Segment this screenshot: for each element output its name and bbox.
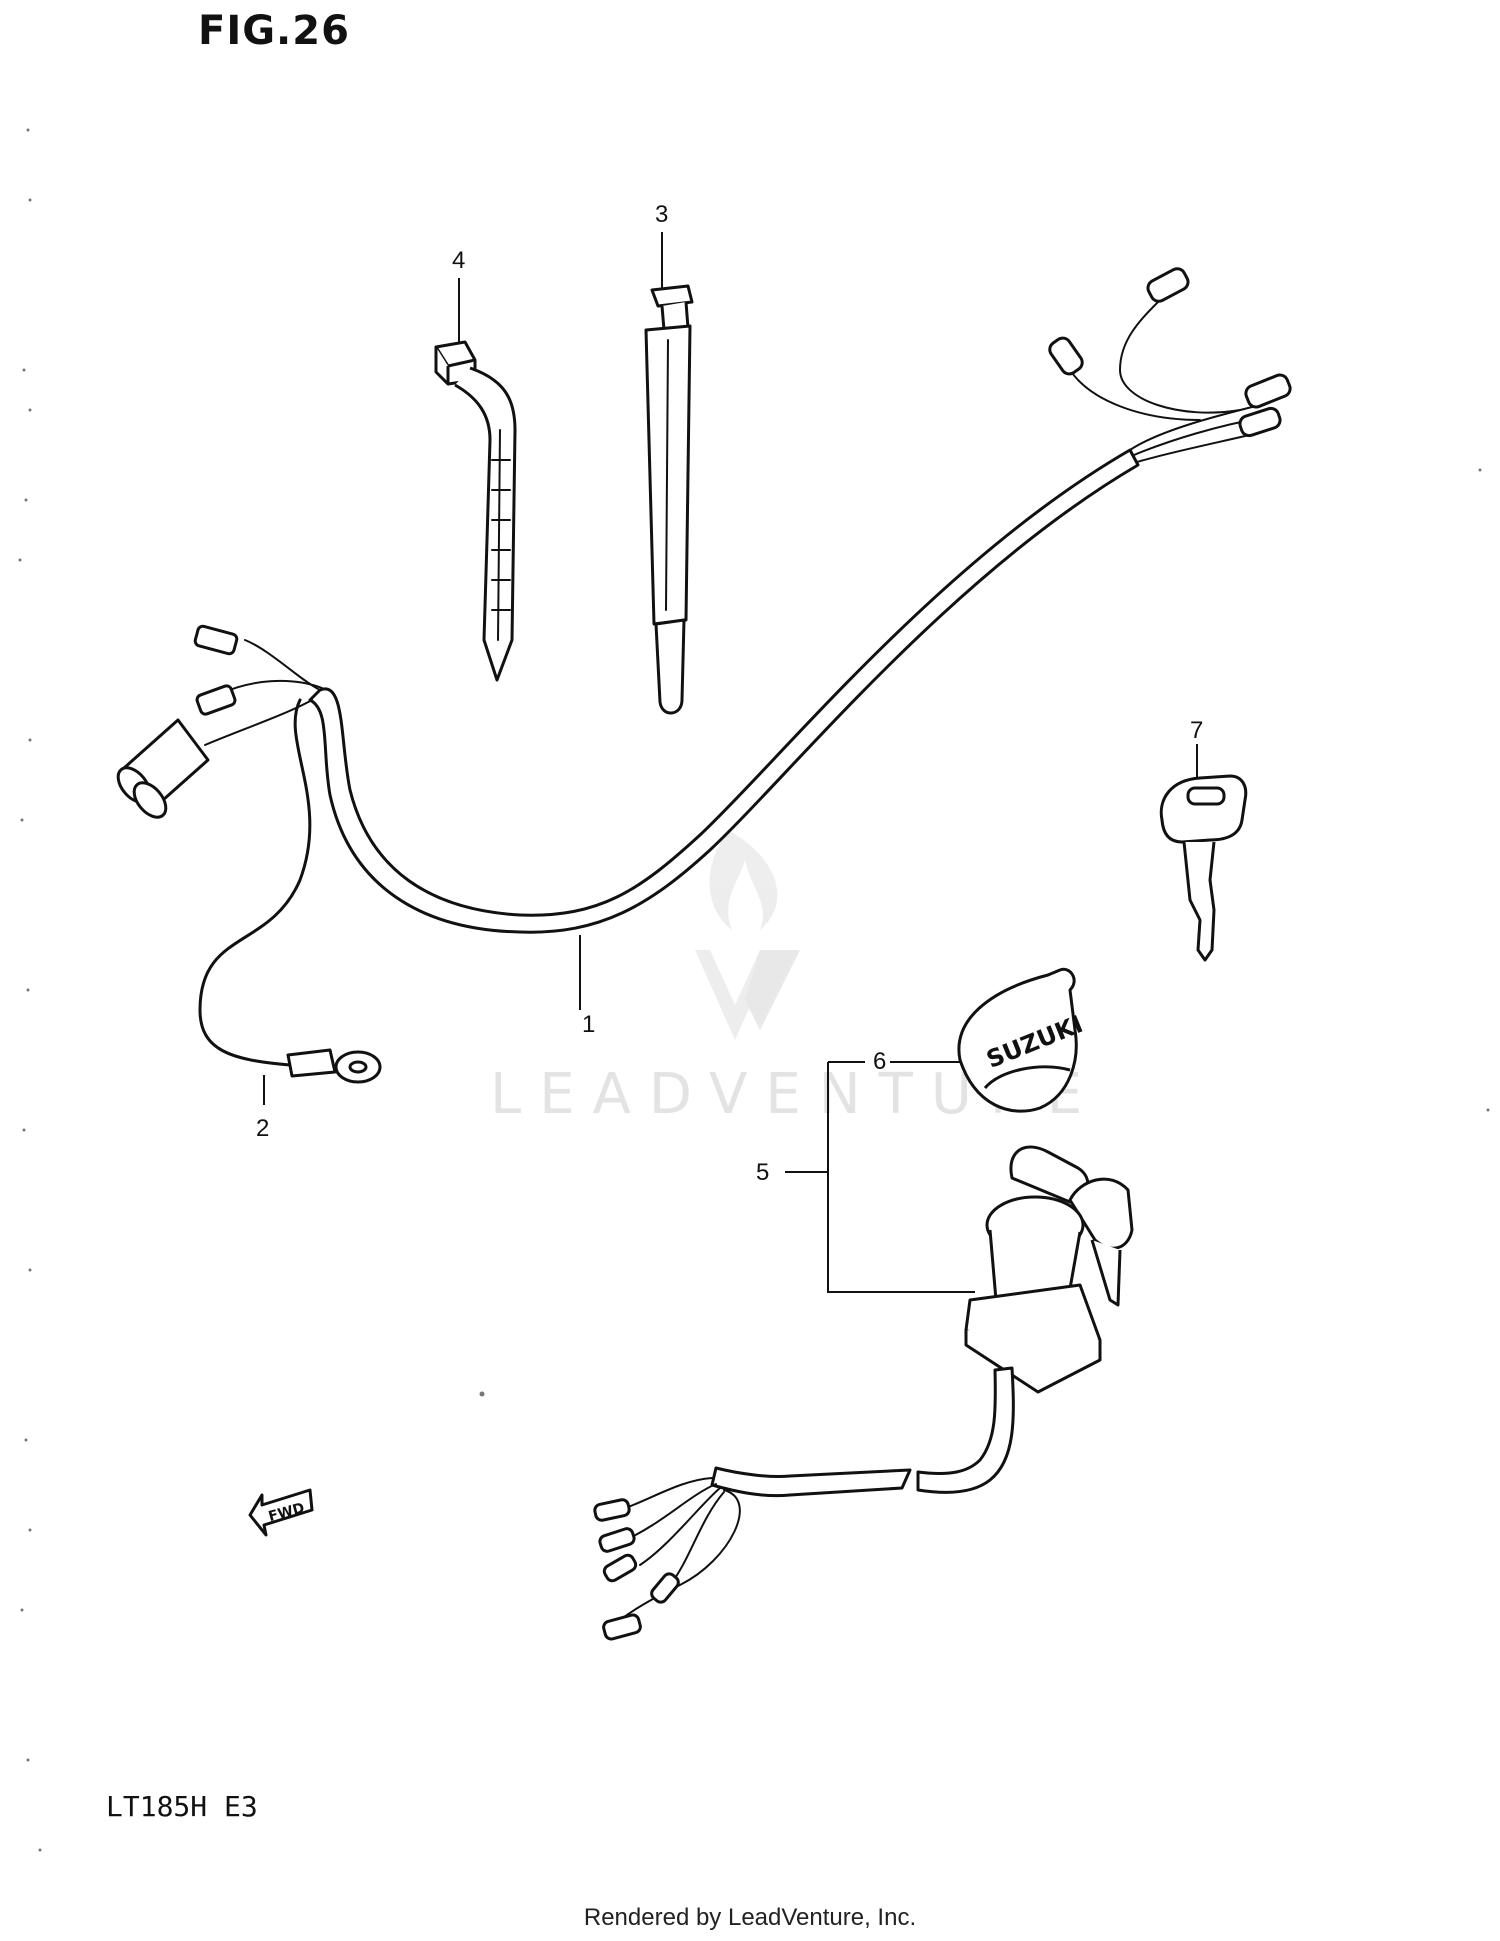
callout-4: 4: [452, 247, 465, 274]
scan-margin-marks: [18, 128, 1490, 1852]
footer-credit: Rendered by LeadVenture, Inc.: [583, 1904, 917, 1931]
callout-2: 2: [256, 1115, 269, 1142]
key: [1159, 774, 1248, 962]
callout-1: 1: [582, 1011, 595, 1038]
cable-tie: [434, 340, 517, 682]
arrow-left-icon: [248, 1488, 314, 1537]
wiring-harness: [116, 267, 1292, 934]
ignition-switch-cap: SUZUKI: [957, 967, 1087, 1113]
fwd-indicator: FWD: [248, 1488, 314, 1537]
figure-title: FIG.26: [198, 8, 350, 54]
leadventure-flame-logo: [695, 830, 800, 1040]
velcro-strap: [644, 284, 694, 715]
callout-6: 6: [873, 1048, 886, 1075]
ground-wire: [198, 698, 382, 1084]
callout-7: 7: [1190, 717, 1203, 744]
ignition-switch-assembly: [593, 1145, 1134, 1641]
leader-lines: [263, 232, 1198, 1293]
callout-labels: 1 2 3 4 5 6 7: [256, 201, 1203, 1186]
callout-3: 3: [655, 201, 668, 228]
model-code: LT185H E3: [106, 1790, 258, 1823]
callout-5: 5: [756, 1159, 769, 1186]
